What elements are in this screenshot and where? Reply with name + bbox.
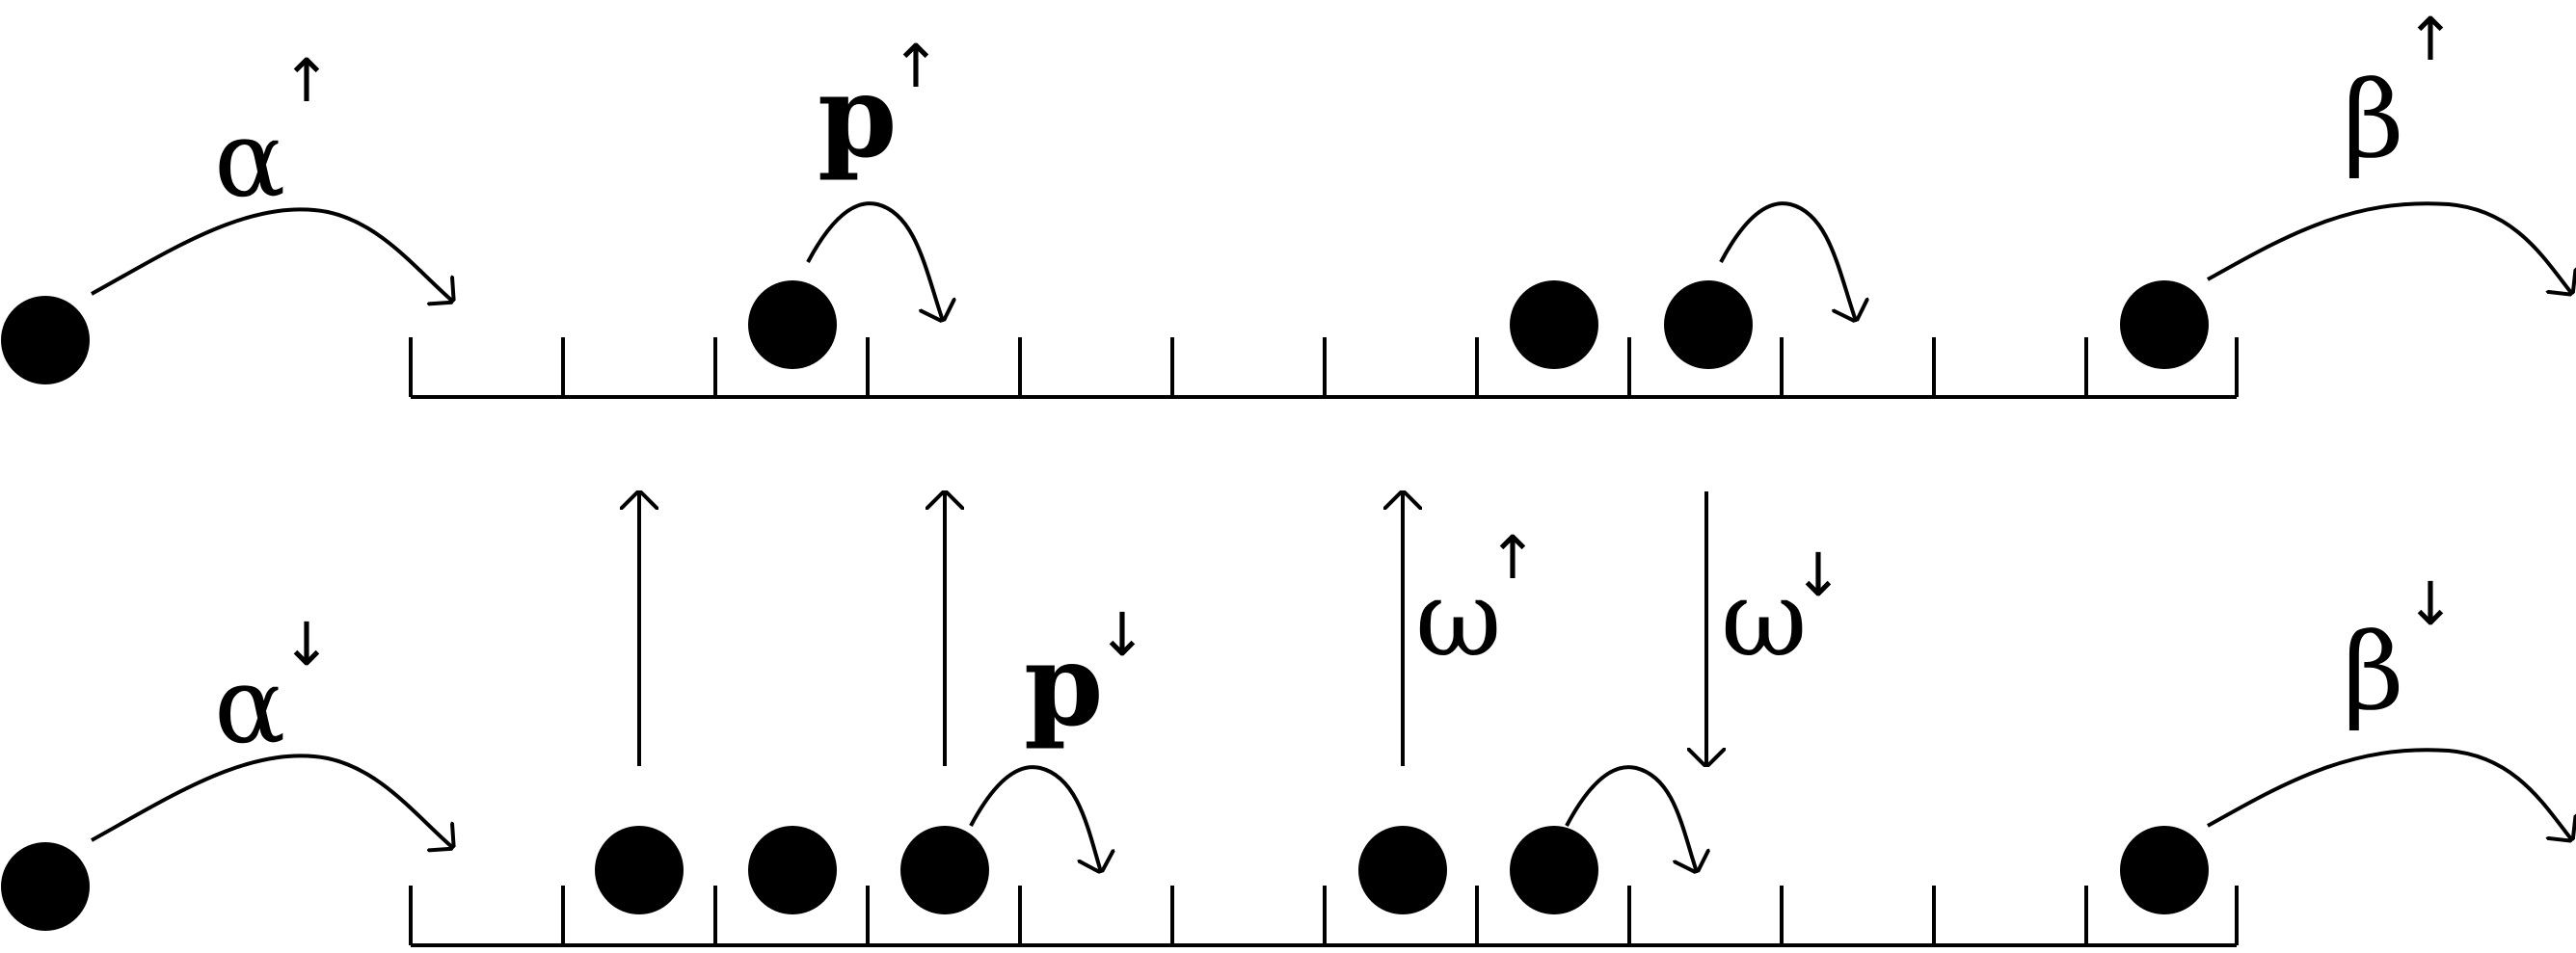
p-up-superscript: ↑ (891, 31, 941, 101)
omega-up-label: ω (1415, 557, 1502, 680)
upper-particle (1664, 280, 1753, 369)
lower-lane-ticks (409, 886, 2239, 945)
lower-particle (1358, 826, 1447, 914)
beta-down-label: β (2343, 610, 2404, 733)
p-down-label: p (1024, 618, 1104, 752)
lower-particle (1510, 826, 1598, 914)
lower-particle (2120, 826, 2209, 914)
lower-entering-particle (1, 842, 90, 931)
lower-particle (900, 826, 989, 914)
upper-hop-arrow (806, 201, 943, 321)
upper-particle (2120, 280, 2209, 369)
upper-lane-ticks (409, 337, 2239, 397)
omega-down-superscript: ↓ (1793, 540, 1843, 610)
upper-hop-arrow (1719, 201, 1856, 321)
omega-up-superscript: ↑ (1488, 522, 1538, 593)
p-down-superscript: ↓ (1097, 599, 1147, 670)
lower-hop-arrow (1565, 765, 1697, 872)
lane-change-arrows (639, 491, 1706, 766)
alpha-up-label: α (214, 97, 285, 221)
beta-up-superscript: ↑ (2405, 4, 2455, 74)
lower-lane (1, 748, 2572, 947)
p-up-label: p (818, 49, 898, 183)
omega-down-label: ω (1721, 557, 1808, 680)
lower-particle (595, 826, 684, 914)
alpha-down-superscript: ↓ (282, 609, 332, 679)
alpha-down-label: α (214, 644, 285, 767)
lower-particle (748, 826, 837, 914)
lower-entry-arrow (91, 754, 453, 848)
upper-entry-arrow (91, 207, 453, 302)
beta-down-superscript: ↓ (2405, 569, 2455, 639)
beta-up-label: β (2343, 58, 2404, 181)
rate-labels: α ↑ p ↑ β ↑ α ↓ p ↓ ω ↑ ω ↓ β ↓ (214, 4, 2455, 767)
upper-entering-particle (1, 296, 90, 384)
upper-exit-arrow (2207, 201, 2572, 294)
lower-exit-arrow (2207, 748, 2572, 840)
alpha-up-superscript: ↑ (282, 45, 332, 116)
upper-particle (748, 280, 837, 369)
upper-particle (1510, 280, 1598, 369)
lower-hop-arrow (969, 765, 1101, 872)
upper-lane (1, 201, 2572, 399)
